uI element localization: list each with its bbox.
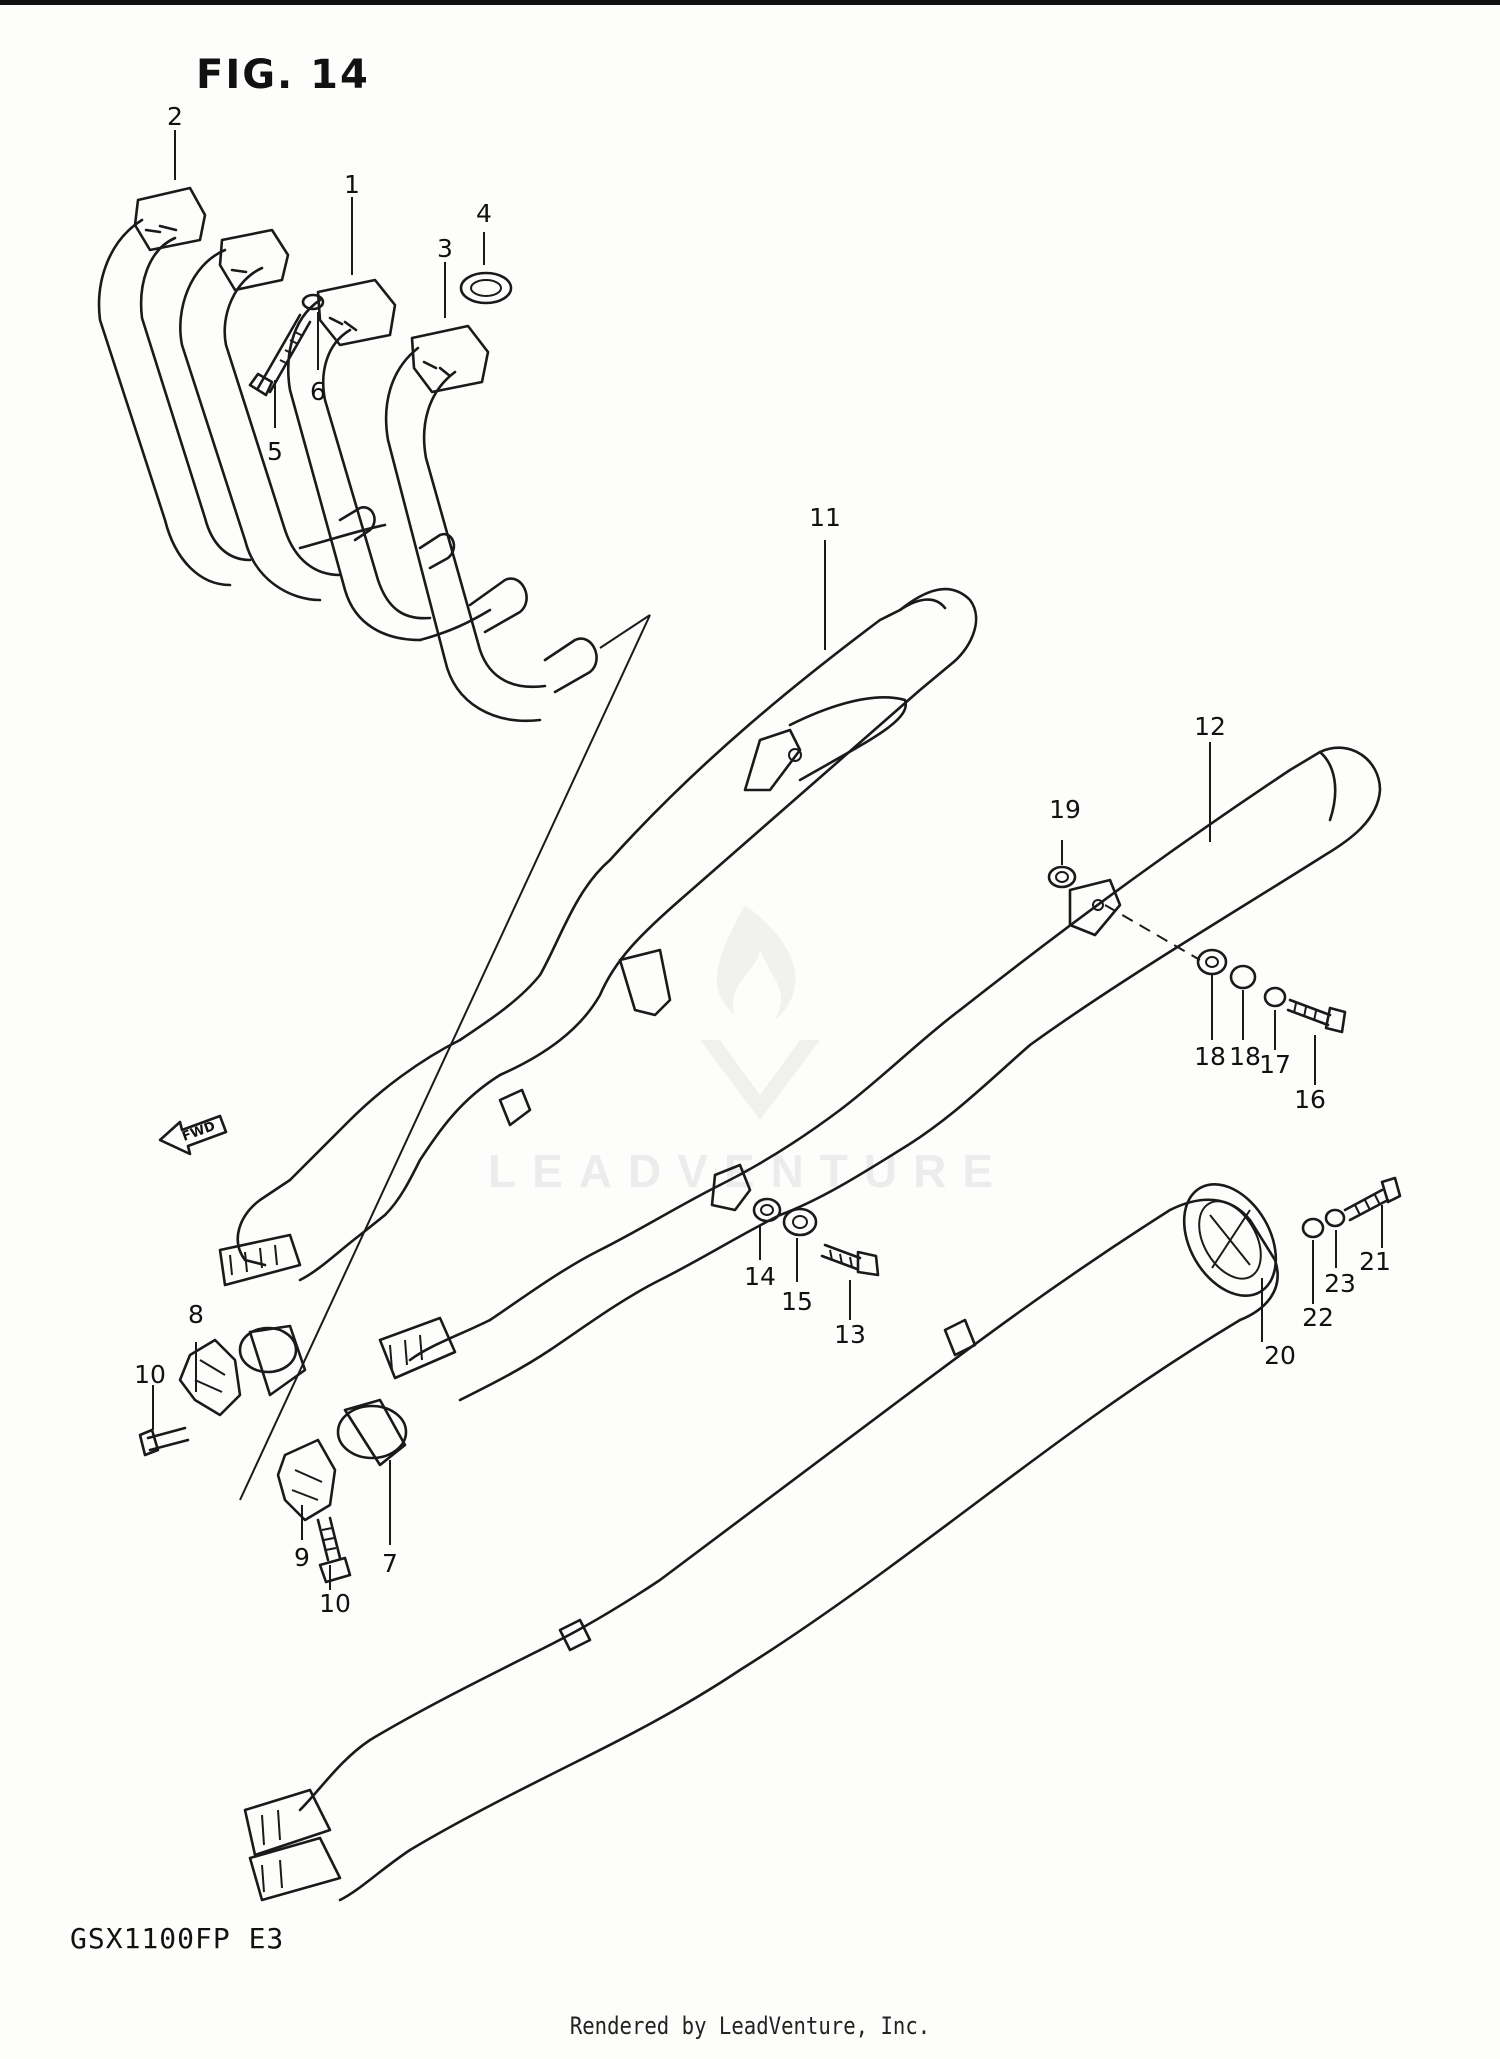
- callout-16: 16: [1294, 1085, 1326, 1114]
- gasket-4: [459, 271, 513, 305]
- mount-hardware-13-15: [752, 1197, 880, 1277]
- model-code: GSX1100FP E3: [70, 1922, 285, 1955]
- callout-11: 11: [809, 503, 841, 532]
- callout-5: 5: [267, 437, 283, 466]
- callout-17: 17: [1259, 1050, 1291, 1079]
- callout-21: 21: [1359, 1247, 1391, 1276]
- washer-6: [301, 293, 325, 311]
- bolt-5: [248, 313, 312, 397]
- callout-18-left: 18: [1194, 1042, 1226, 1071]
- callout-10-lower: 10: [319, 1589, 351, 1618]
- muffler-12: [378, 746, 1382, 1402]
- callout-14: 14: [744, 1262, 776, 1291]
- callout-13: 13: [834, 1320, 866, 1349]
- callout-15: 15: [781, 1287, 813, 1316]
- render-credit: Rendered by LeadVenture, Inc.: [569, 2012, 931, 2040]
- muffler-11: [218, 587, 978, 1287]
- callout-7: 7: [382, 1549, 398, 1578]
- watermark-logo: [700, 905, 820, 1120]
- callout-19: 19: [1049, 795, 1081, 824]
- joint-assembly: [138, 614, 651, 1584]
- callout-8: 8: [188, 1300, 204, 1329]
- callout-10-left: 10: [134, 1360, 166, 1389]
- callout-2: 2: [167, 102, 183, 131]
- callout-3: 3: [437, 234, 453, 263]
- callout-leaders: [152, 130, 1383, 1590]
- callout-20: 20: [1264, 1341, 1296, 1370]
- top-border: [0, 0, 1500, 5]
- figure-title: FIG. 14: [196, 52, 370, 98]
- callout-4: 4: [476, 199, 492, 228]
- callout-6: 6: [310, 377, 326, 406]
- mount-hardware-21-23: [1301, 1176, 1402, 1239]
- callout-12: 12: [1194, 712, 1226, 741]
- callout-9: 9: [294, 1543, 310, 1572]
- callout-1: 1: [344, 170, 360, 199]
- callout-23: 23: [1324, 1269, 1356, 1298]
- callout-18-right: 18: [1229, 1042, 1261, 1071]
- callout-22: 22: [1302, 1303, 1334, 1332]
- mount-hardware-16-19: [1047, 865, 1347, 1034]
- watermark-text: LEADVENTURE: [488, 1145, 1010, 1197]
- exhaust-header-pipes: [97, 186, 598, 723]
- callout-numbers: 1 2 3 4 5 6 7 8 9 10 10 11 12 13 14 15 1…: [134, 102, 1391, 1618]
- fwd-direction-arrow: FWD: [158, 1114, 228, 1156]
